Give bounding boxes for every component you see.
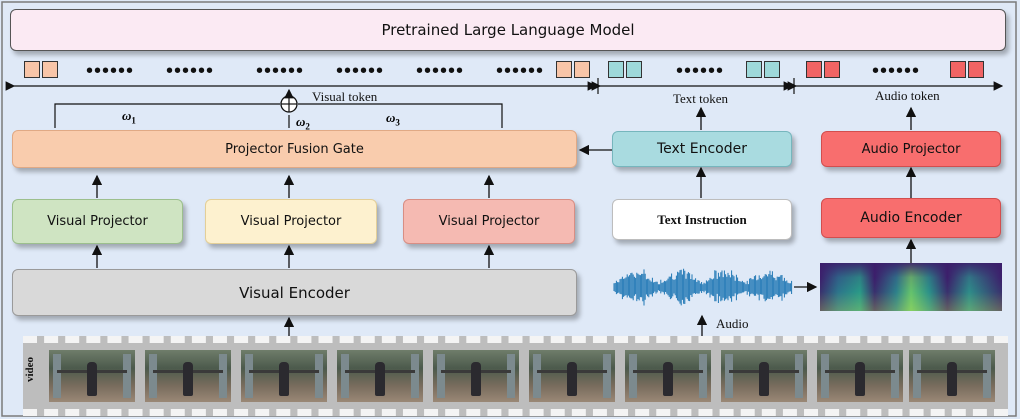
- weight-line-1: [54, 103, 280, 128]
- text-instruction: Text Instruction: [612, 199, 792, 240]
- text-encoder: Text Encoder: [612, 131, 792, 167]
- video-frame: [909, 350, 995, 402]
- weight-1: ω1: [122, 108, 136, 126]
- audio-projector: Audio Projector: [821, 131, 1001, 167]
- text-token: [608, 61, 624, 78]
- weight-2: ω2: [296, 114, 310, 132]
- audio-label: Audio: [716, 316, 749, 331]
- audio-token-label: Audio token: [875, 88, 940, 103]
- visual-projector-label: Visual Projector: [438, 214, 540, 229]
- token-dots: ••••••: [676, 60, 725, 82]
- text-token: [626, 61, 642, 78]
- video-frame: [625, 350, 711, 402]
- visual-token: [556, 61, 572, 78]
- video-frame: [721, 350, 807, 402]
- visual-projector-label: Visual Projector: [240, 214, 342, 229]
- video-frame: [241, 350, 327, 402]
- visual-token: [42, 61, 58, 78]
- video-frame: [433, 350, 519, 402]
- video-label: video: [24, 356, 36, 382]
- visual-projector-2: Visual Projector: [205, 199, 377, 244]
- audio-waveform-icon: [613, 268, 793, 306]
- text-encoder-label: Text Encoder: [656, 141, 747, 157]
- llm-title: Pretrained Large Language Model: [381, 21, 635, 39]
- llm-box: Pretrained Large Language Model: [10, 9, 1006, 51]
- video-frames-strip: [23, 336, 1008, 416]
- text-instruction-label: Text Instruction: [657, 211, 747, 227]
- visual-encoder: Visual Encoder: [12, 269, 577, 316]
- token-dots: ••••••: [256, 60, 305, 82]
- token-dots: ••••••: [336, 60, 385, 82]
- visual-encoder-label: Visual Encoder: [239, 283, 350, 302]
- audio-token: [950, 61, 966, 78]
- visual-projector-label: Visual Projector: [47, 214, 148, 229]
- visual-token: [574, 61, 590, 78]
- token-dots: ••••••: [86, 60, 135, 82]
- visual-projector-3: Visual Projector: [403, 199, 575, 244]
- video-frame: [337, 350, 423, 402]
- weight-line-3: [298, 103, 503, 128]
- audio-token: [968, 61, 984, 78]
- text-token: [746, 61, 762, 78]
- text-token: [764, 61, 780, 78]
- fusion-gate-label: Projector Fusion Gate: [225, 141, 364, 157]
- spectrogram-icon: [820, 263, 1002, 311]
- token-dots: ••••••: [166, 60, 215, 82]
- audio-encoder-label: Audio Encoder: [860, 210, 962, 226]
- video-frame: [49, 350, 135, 402]
- video-frame: [817, 350, 903, 402]
- audio-encoder: Audio Encoder: [821, 198, 1001, 238]
- audio-token: [806, 61, 822, 78]
- token-dots: ••••••: [416, 60, 465, 82]
- audio-projector-label: Audio Projector: [861, 141, 961, 157]
- visual-token: [24, 61, 40, 78]
- video-frame: [529, 350, 615, 402]
- waveform-trace: [613, 268, 793, 306]
- weight-3: ω3: [386, 110, 400, 128]
- visual-projector-1: Visual Projector: [12, 199, 183, 244]
- audio-token: [824, 61, 840, 78]
- video-frame: [145, 350, 231, 402]
- text-token-label: Text token: [673, 91, 729, 106]
- projector-fusion-gate: Projector Fusion Gate: [12, 130, 577, 168]
- token-dots: ••••••: [496, 60, 545, 82]
- token-dots: ••••••: [872, 60, 921, 82]
- visual-token-label: Visual token: [312, 89, 378, 104]
